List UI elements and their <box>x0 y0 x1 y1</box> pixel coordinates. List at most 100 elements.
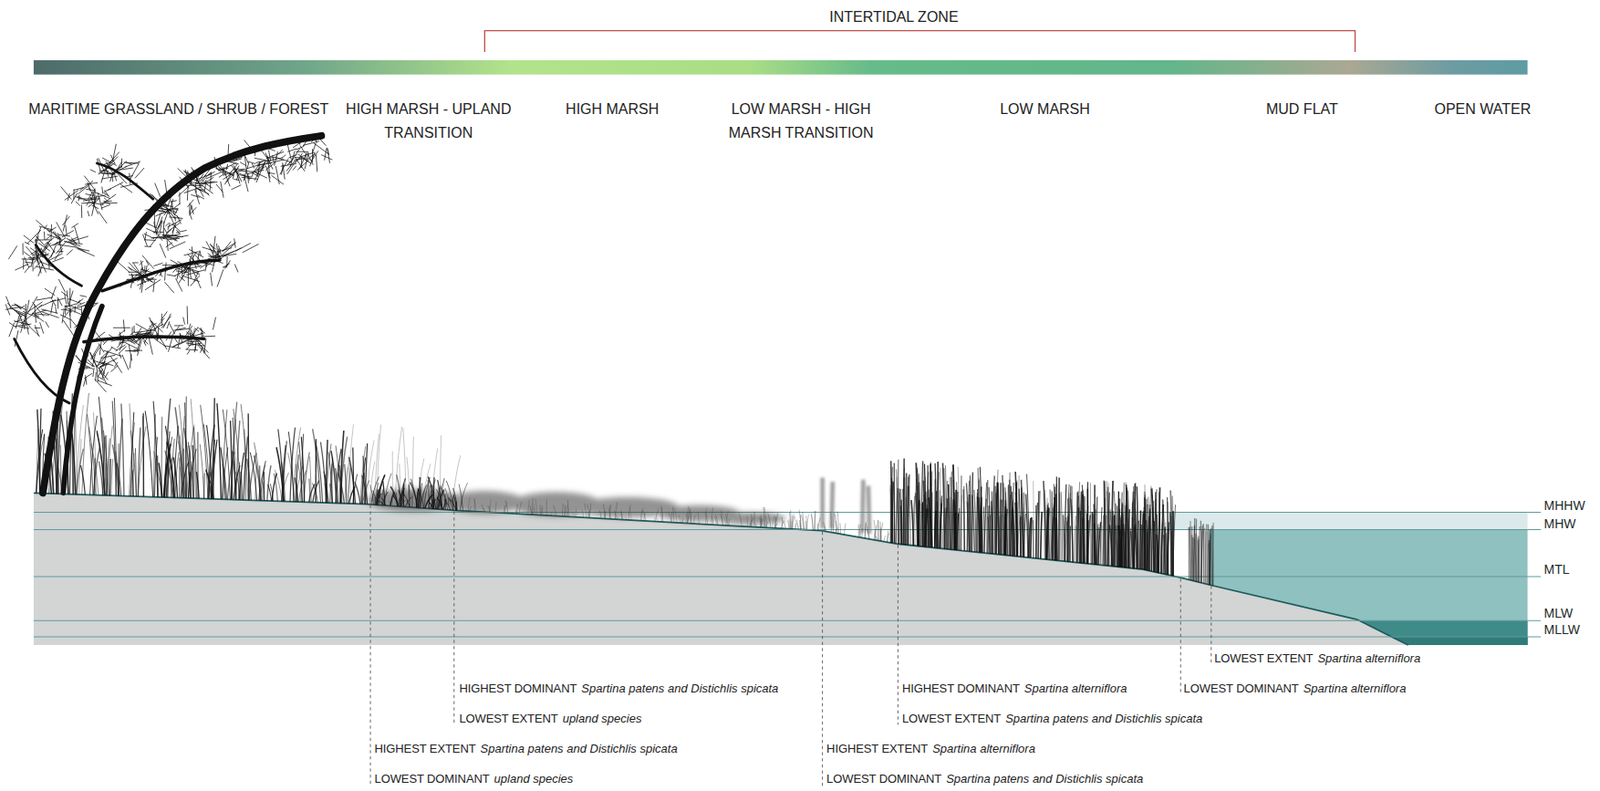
plant-stroke <box>1107 487 1110 567</box>
plant-stroke <box>173 327 187 331</box>
plant-stroke <box>69 288 71 305</box>
plant-stroke <box>970 475 972 552</box>
plant-stroke <box>575 508 578 517</box>
plant-stroke <box>275 166 280 185</box>
plant-stroke <box>918 473 922 547</box>
plant-stroke <box>947 484 949 550</box>
plant-stroke <box>200 327 204 336</box>
plant-stroke <box>85 342 88 355</box>
plant-stroke <box>533 508 535 515</box>
plant-stroke <box>193 169 199 184</box>
plant-stroke <box>119 332 121 339</box>
species-name: Spartina patens and Distichlis spicata <box>581 681 779 697</box>
plant-stroke <box>382 496 384 506</box>
plant-stroke <box>531 498 533 515</box>
plant-stroke <box>1049 489 1052 561</box>
plant-stroke <box>954 492 956 551</box>
plant-stroke <box>761 518 763 528</box>
plant-stroke <box>1155 488 1157 572</box>
plant-stroke <box>689 507 692 524</box>
plant-stroke <box>564 504 568 517</box>
plant-stroke <box>177 185 190 197</box>
plant-stroke <box>192 445 195 499</box>
plant-stroke <box>177 167 190 179</box>
plant-stroke <box>144 208 158 211</box>
plant-stroke <box>258 146 270 162</box>
plant-stroke <box>66 290 68 305</box>
plant-stroke <box>236 174 239 180</box>
plant-stroke <box>217 269 224 287</box>
plant-stroke <box>1121 492 1123 568</box>
plant-stroke <box>1207 524 1209 585</box>
plant-stroke <box>144 238 156 241</box>
plant-stroke <box>190 194 199 198</box>
plant-stroke <box>214 156 218 170</box>
plant-stroke <box>877 519 879 541</box>
plant-stroke <box>1124 485 1127 568</box>
plant-stroke <box>439 435 441 510</box>
plant-stroke <box>1000 513 1002 555</box>
plant-stroke <box>783 519 786 529</box>
plant-stroke <box>1152 488 1155 572</box>
plant-stroke <box>1144 484 1146 571</box>
plant-stroke <box>143 413 145 498</box>
plant-stroke <box>120 183 138 188</box>
plant-stroke <box>1064 484 1067 562</box>
plant-stroke <box>66 419 69 494</box>
plant-stroke <box>163 198 169 212</box>
plant-stroke <box>705 511 707 525</box>
plant-stroke <box>966 480 969 551</box>
plant-stroke <box>994 486 996 555</box>
plant-stroke <box>187 199 194 208</box>
plant-stroke <box>66 411 68 495</box>
plant-stroke <box>1003 482 1006 555</box>
plant-stroke <box>71 192 77 204</box>
plant-stroke <box>102 194 116 205</box>
plant-stroke <box>1000 498 1003 555</box>
tide-line <box>33 636 1541 638</box>
plant-stroke <box>87 210 90 217</box>
plant-stroke <box>224 253 238 256</box>
plant-stroke <box>541 508 543 516</box>
plant-stroke <box>540 505 542 516</box>
plant-stroke <box>137 276 144 282</box>
plant-stroke <box>1043 493 1046 560</box>
ground <box>33 492 1409 645</box>
plant-stroke <box>61 291 68 297</box>
plant-stroke <box>189 260 208 264</box>
plant-stroke <box>1023 513 1026 558</box>
plant-stroke <box>51 299 56 307</box>
plant-stroke <box>204 338 207 354</box>
plant-stroke <box>74 226 80 244</box>
plant-stroke <box>489 498 491 512</box>
plant-stroke <box>760 519 763 528</box>
zone-label: LOW MARSH <box>999 97 1091 122</box>
annotation-row: LOWEST EXTENTupland species <box>458 711 642 727</box>
plant-stroke <box>292 166 297 171</box>
plant-stroke <box>31 259 33 272</box>
plant-stroke <box>880 522 884 541</box>
tide-line <box>33 511 1541 513</box>
plant-stroke <box>901 488 903 545</box>
plant-stroke <box>1212 522 1214 586</box>
plant-stroke <box>123 336 136 345</box>
plant-stroke <box>890 460 894 543</box>
plant-stroke <box>422 463 431 509</box>
plant-stroke <box>35 266 53 271</box>
species-name: Spartina patens and Distichlis spicata <box>480 741 678 757</box>
plant-stroke <box>13 310 28 318</box>
plant-stroke <box>374 434 380 505</box>
plant-stroke <box>54 248 63 260</box>
plant-stroke <box>682 518 686 523</box>
plant-stroke <box>716 514 718 525</box>
plant-stroke <box>190 398 196 499</box>
plant-stroke <box>997 489 999 555</box>
plant-stroke <box>119 346 126 354</box>
plant-stroke <box>1098 527 1100 565</box>
plant-stroke <box>71 237 77 245</box>
zone-limit-label: HIGHEST EXTENT <box>826 741 928 757</box>
plant-stroke <box>201 179 208 186</box>
plant-stroke <box>1040 511 1042 560</box>
plant-stroke <box>187 267 189 287</box>
plant-stroke <box>924 477 925 548</box>
